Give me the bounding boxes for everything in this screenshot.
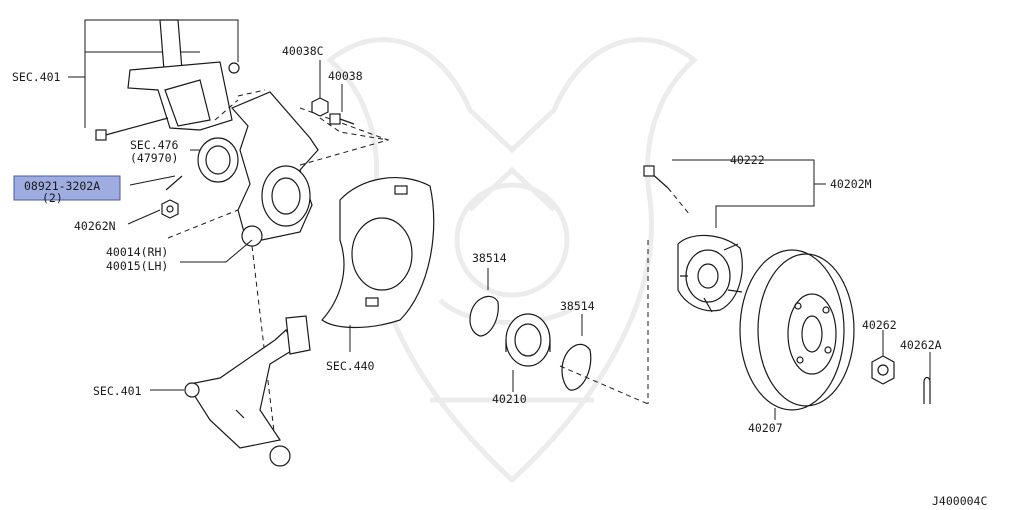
- label-40202m[interactable]: 40202M: [830, 177, 872, 191]
- label-38514-b[interactable]: 38514: [560, 299, 595, 313]
- label-40038[interactable]: 40038: [328, 69, 363, 83]
- label-40262a[interactable]: 40262A: [900, 338, 942, 352]
- diagram-id: J400004C: [932, 494, 987, 508]
- splash-guard: [321, 176, 435, 352]
- selected-part-highlight: [13, 175, 121, 201]
- label-08921-qty: (2): [42, 191, 63, 205]
- label-38514-a[interactable]: 38514: [472, 251, 507, 265]
- label-40014-rh[interactable]: 40014(RH): [106, 245, 168, 259]
- disc-rotor: [739, 249, 855, 420]
- lower-arm: [150, 245, 311, 467]
- label-40262n[interactable]: 40262N: [74, 219, 116, 233]
- hub-group: [643, 159, 826, 404]
- label-40038c[interactable]: 40038C: [282, 44, 324, 58]
- label-40222[interactable]: 40222: [730, 153, 765, 167]
- label-40015-lh[interactable]: 40015(LH): [106, 259, 168, 273]
- knuckle-bolts: [311, 60, 389, 141]
- label-sec401-bottom[interactable]: SEC.401: [93, 384, 142, 398]
- label-40210[interactable]: 40210: [492, 392, 527, 406]
- label-47970[interactable]: (47970): [130, 151, 178, 165]
- label-40262[interactable]: 40262: [862, 318, 897, 332]
- label-08921-3202a[interactable]: 08921-3202A: [24, 179, 100, 193]
- bearing-parts: [469, 268, 649, 405]
- label-sec440[interactable]: SEC.440: [326, 359, 375, 373]
- label-40207[interactable]: 40207: [748, 421, 783, 435]
- label-sec476[interactable]: SEC.476: [130, 138, 179, 152]
- hub-nut-pin: [871, 330, 931, 404]
- strut-knuckle-group: [68, 19, 390, 263]
- label-sec401-top[interactable]: SEC.401: [12, 70, 61, 84]
